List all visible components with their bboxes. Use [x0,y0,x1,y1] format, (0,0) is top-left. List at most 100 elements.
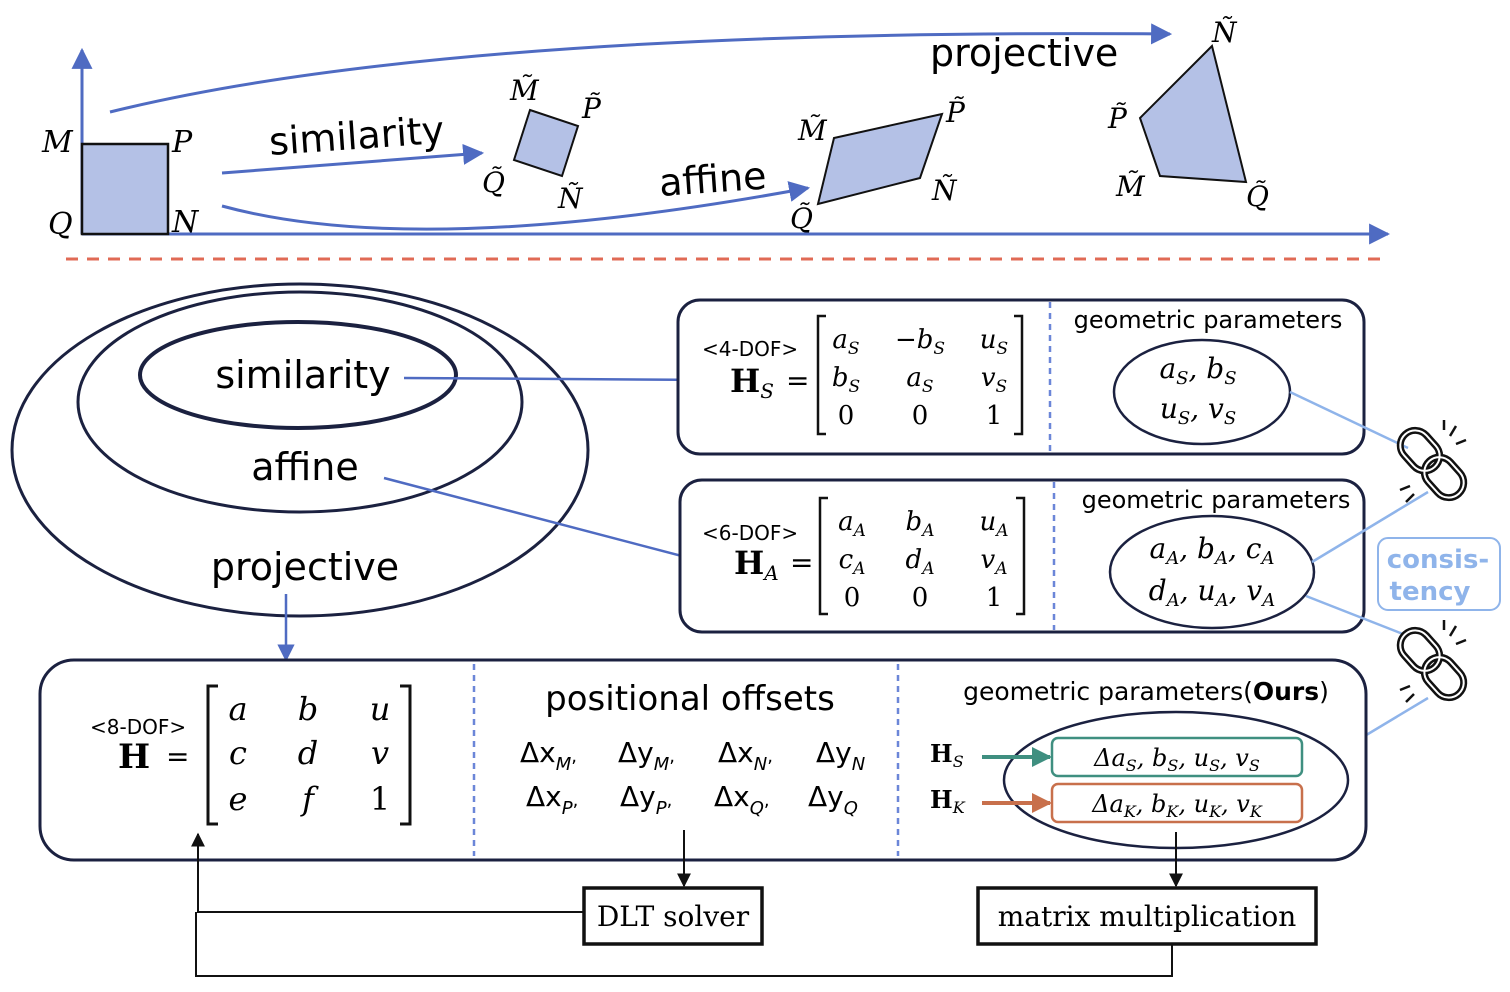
proj-point-Nt: Ñ [1211,16,1238,49]
hs-symbol: HS [730,362,774,403]
point-N: N [171,205,200,240]
bottom-box: <8-DOF> H = a b u c d v e f 1 positional… [38,658,1368,862]
sim-to-hs-arrow [403,371,720,389]
hs-dof-label: <4-DOF> [702,337,798,361]
aff-point-Pt: P̃ [945,96,966,129]
hs-input-label: HS [930,739,964,771]
projective-ellipse [10,282,590,618]
consistency-line1: consis- [1387,545,1489,575]
ha-dof-label: <6-DOF> [702,521,798,545]
h-m20: e [229,780,248,818]
hk-params-text: ΔaK, bK, uK, vK [1091,790,1263,821]
dlt-solver-box [582,886,764,946]
ha-right-bracket [1016,496,1026,616]
similarity-shape [512,108,580,178]
chain-link-icon-lower [1396,626,1468,702]
top-transform-panel: M P Q N similarity M̃ P̃ Q̃ Ñ affine M̃ … [41,16,1391,245]
matmul-box [976,886,1318,946]
hs-geo-title: geometric parameters [1074,306,1343,334]
dlt-feedback-arrow [191,832,584,913]
hk-params-box [1050,782,1304,824]
sim-point-Nt: Ñ [557,182,584,215]
affine-ellipse [76,290,524,514]
consistency-box [1377,537,1501,611]
h-m00: a [228,690,247,728]
hs-matrix: aS −bS uS bS aS vS 0 0 1 [832,325,1008,431]
aff-to-ha-arrow [383,476,722,571]
projective-label: projective [930,31,1118,75]
matmul-feedback-line [195,912,1173,977]
sim-point-Qt: Q̃ [482,166,505,199]
projective-arrow [109,23,1173,114]
aff-point-Qt: Q̃ [790,202,813,235]
offset-dyN: ΔyN [816,736,865,775]
h-left-bracket [206,684,218,826]
ha-params-line2: dA, uA, vA [1149,574,1275,611]
ha-m00: aA [838,507,866,541]
ha-params-ellipse [1108,514,1316,630]
h-symbol: H [118,737,150,777]
hs-left-bracket [816,314,826,436]
h-dof-label: <8-DOF> [90,715,186,739]
spark-icon-lower [1399,620,1467,703]
h-m10: c [229,734,247,772]
proj-point-Mt: M̃ [1115,170,1146,203]
aff-point-Mt: M̃ [797,114,828,147]
hs-m22: 1 [986,401,1003,431]
spark-icon-upper [1399,420,1467,503]
h-m01: b [298,690,318,728]
hs-params-line2: uS, vS [1160,392,1236,429]
ellipse-similarity-label: similarity [215,353,390,397]
similarity-arrow [221,143,485,175]
offset-dxQ: ΔxQ, [714,780,770,819]
aff-point-Nt: Ñ [931,174,958,207]
consistency-line2: tency [1390,577,1471,607]
h-right-bracket [400,684,412,826]
offsets-title: positional offsets [545,679,835,719]
chain-link-icon-upper [1396,426,1468,502]
offset-dyM: ΔyM, [618,736,675,775]
ha-box: <6-DOF> HA = aA bA uA cA dA vA 0 0 1 geo… [678,478,1366,634]
ha-geo-title: geometric parameters [1082,486,1351,514]
ha-m22: 1 [986,583,1003,613]
proj-point-Qt: Q̃ [1246,180,1269,213]
point-M: M [41,125,74,160]
proj-point-Pt: P̃ [1107,102,1128,135]
original-square [80,142,170,236]
affine-shape [816,112,944,206]
ha-m21: 0 [912,583,929,613]
ha-equals: = [790,546,813,579]
similarity-label: similarity [268,108,446,164]
h-m11: d [298,734,318,772]
ours-geo-title: geometric parameters(Ours) [963,677,1329,706]
hs-box: <4-DOF> HS = aS −bS uS bS aS vS 0 0 1 ge… [676,298,1366,456]
dlt-solver-label: DLT solver [597,900,750,933]
hierarchy-ellipses: similarity affine projective [10,282,590,618]
point-P: P [171,125,193,160]
hs-params-text: ΔaS, bS, uS, vS [1093,744,1260,775]
sim-point-Mt: M̃ [509,74,540,107]
sim-point-Pt: P̃ [581,92,602,125]
ha-m20: 0 [844,583,861,613]
hs-equals: = [786,364,809,397]
affine-arrow [221,181,811,231]
h-m22: 1 [370,780,390,818]
ha-left-bracket [818,496,828,616]
h-m12: v [371,734,389,772]
h-m02: u [370,690,391,728]
ellipse-affine-label: affine [251,445,359,489]
hs-m20: 0 [838,401,855,431]
h-equals: = [166,740,189,773]
solver-section: DLT solver matrix multiplication [191,830,1318,977]
ha-symbol: HA [734,544,779,585]
offsets-row2: ΔxP, ΔyP, ΔxQ, ΔyQ [526,780,858,819]
projective-shape [1138,44,1248,184]
affine-label: affine [658,154,768,205]
similarity-ellipse [138,320,458,430]
point-Q: Q [48,207,73,242]
hs-params-line1: aS, bS [1159,352,1236,389]
matmul-label: matrix multiplication [998,900,1297,933]
ha-params-line1: aA, bA, cA [1150,532,1275,569]
hs-params-box [1050,736,1304,778]
